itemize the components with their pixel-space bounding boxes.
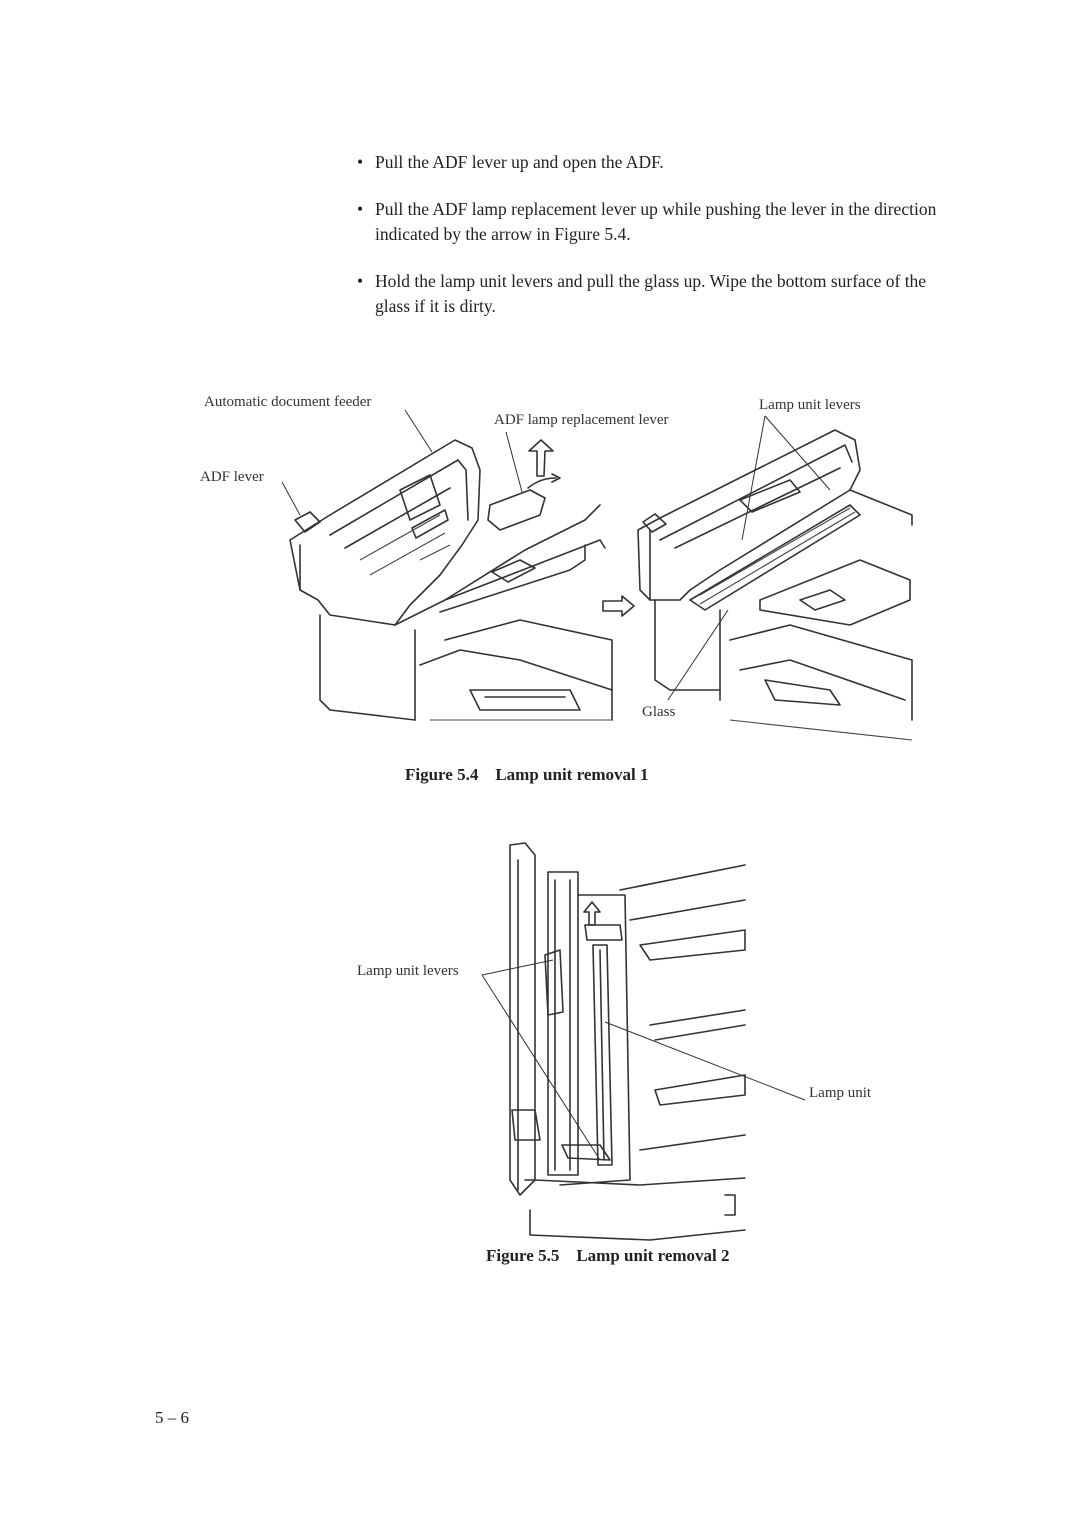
instruction-text: Pull the ADF lever up and open the ADF.: [375, 152, 664, 172]
label-lamp-unit-levers: Lamp unit levers: [759, 397, 861, 413]
leader-fig5-lamp-unit: [604, 1021, 806, 1101]
leader-glass: [667, 609, 729, 701]
instruction-item: • Hold the lamp unit levers and pull the…: [357, 269, 937, 319]
figure-5-4-caption: Figure 5.4 Lamp unit removal 1: [405, 765, 649, 784]
leader-fig5-lamp-unit-levers: [481, 959, 601, 1161]
instruction-text: Pull the ADF lamp replacement lever up w…: [375, 199, 937, 244]
leader-adf-lamp-lever: [505, 431, 523, 493]
adf-open-drawing: [289, 439, 635, 721]
label-fig5-lamp-unit-levers: Lamp unit levers: [357, 963, 459, 979]
instruction-text: Hold the lamp unit levers and pull the g…: [375, 271, 927, 316]
instruction-item: • Pull the ADF lever up and open the ADF…: [357, 150, 937, 175]
instruction-list: • Pull the ADF lever up and open the ADF…: [357, 150, 937, 341]
label-adf-lamp-replacement-lever: ADF lamp replacement lever: [494, 412, 669, 428]
leader-adf-lever: [281, 481, 301, 516]
label-automatic-document-feeder: Automatic document feeder: [204, 394, 372, 410]
lamp-lever-drawing: [637, 429, 913, 741]
leader-adf: [404, 409, 433, 453]
bullet-symbol: •: [357, 199, 364, 219]
bullet-symbol: •: [357, 271, 364, 291]
instruction-item: • Pull the ADF lamp replacement lever up…: [357, 197, 937, 247]
label-glass: Glass: [642, 704, 676, 720]
label-adf-lever: ADF lever: [200, 469, 264, 485]
page-number: 5 – 6: [155, 1408, 189, 1427]
label-lamp-unit: Lamp unit: [809, 1085, 872, 1101]
figure-5-5-caption: Figure 5.5 Lamp unit removal 2: [486, 1246, 730, 1265]
bullet-symbol: •: [357, 152, 364, 172]
leader-lamp-unit-levers: [741, 415, 831, 541]
lamp-unit-drawing: [509, 842, 746, 1241]
